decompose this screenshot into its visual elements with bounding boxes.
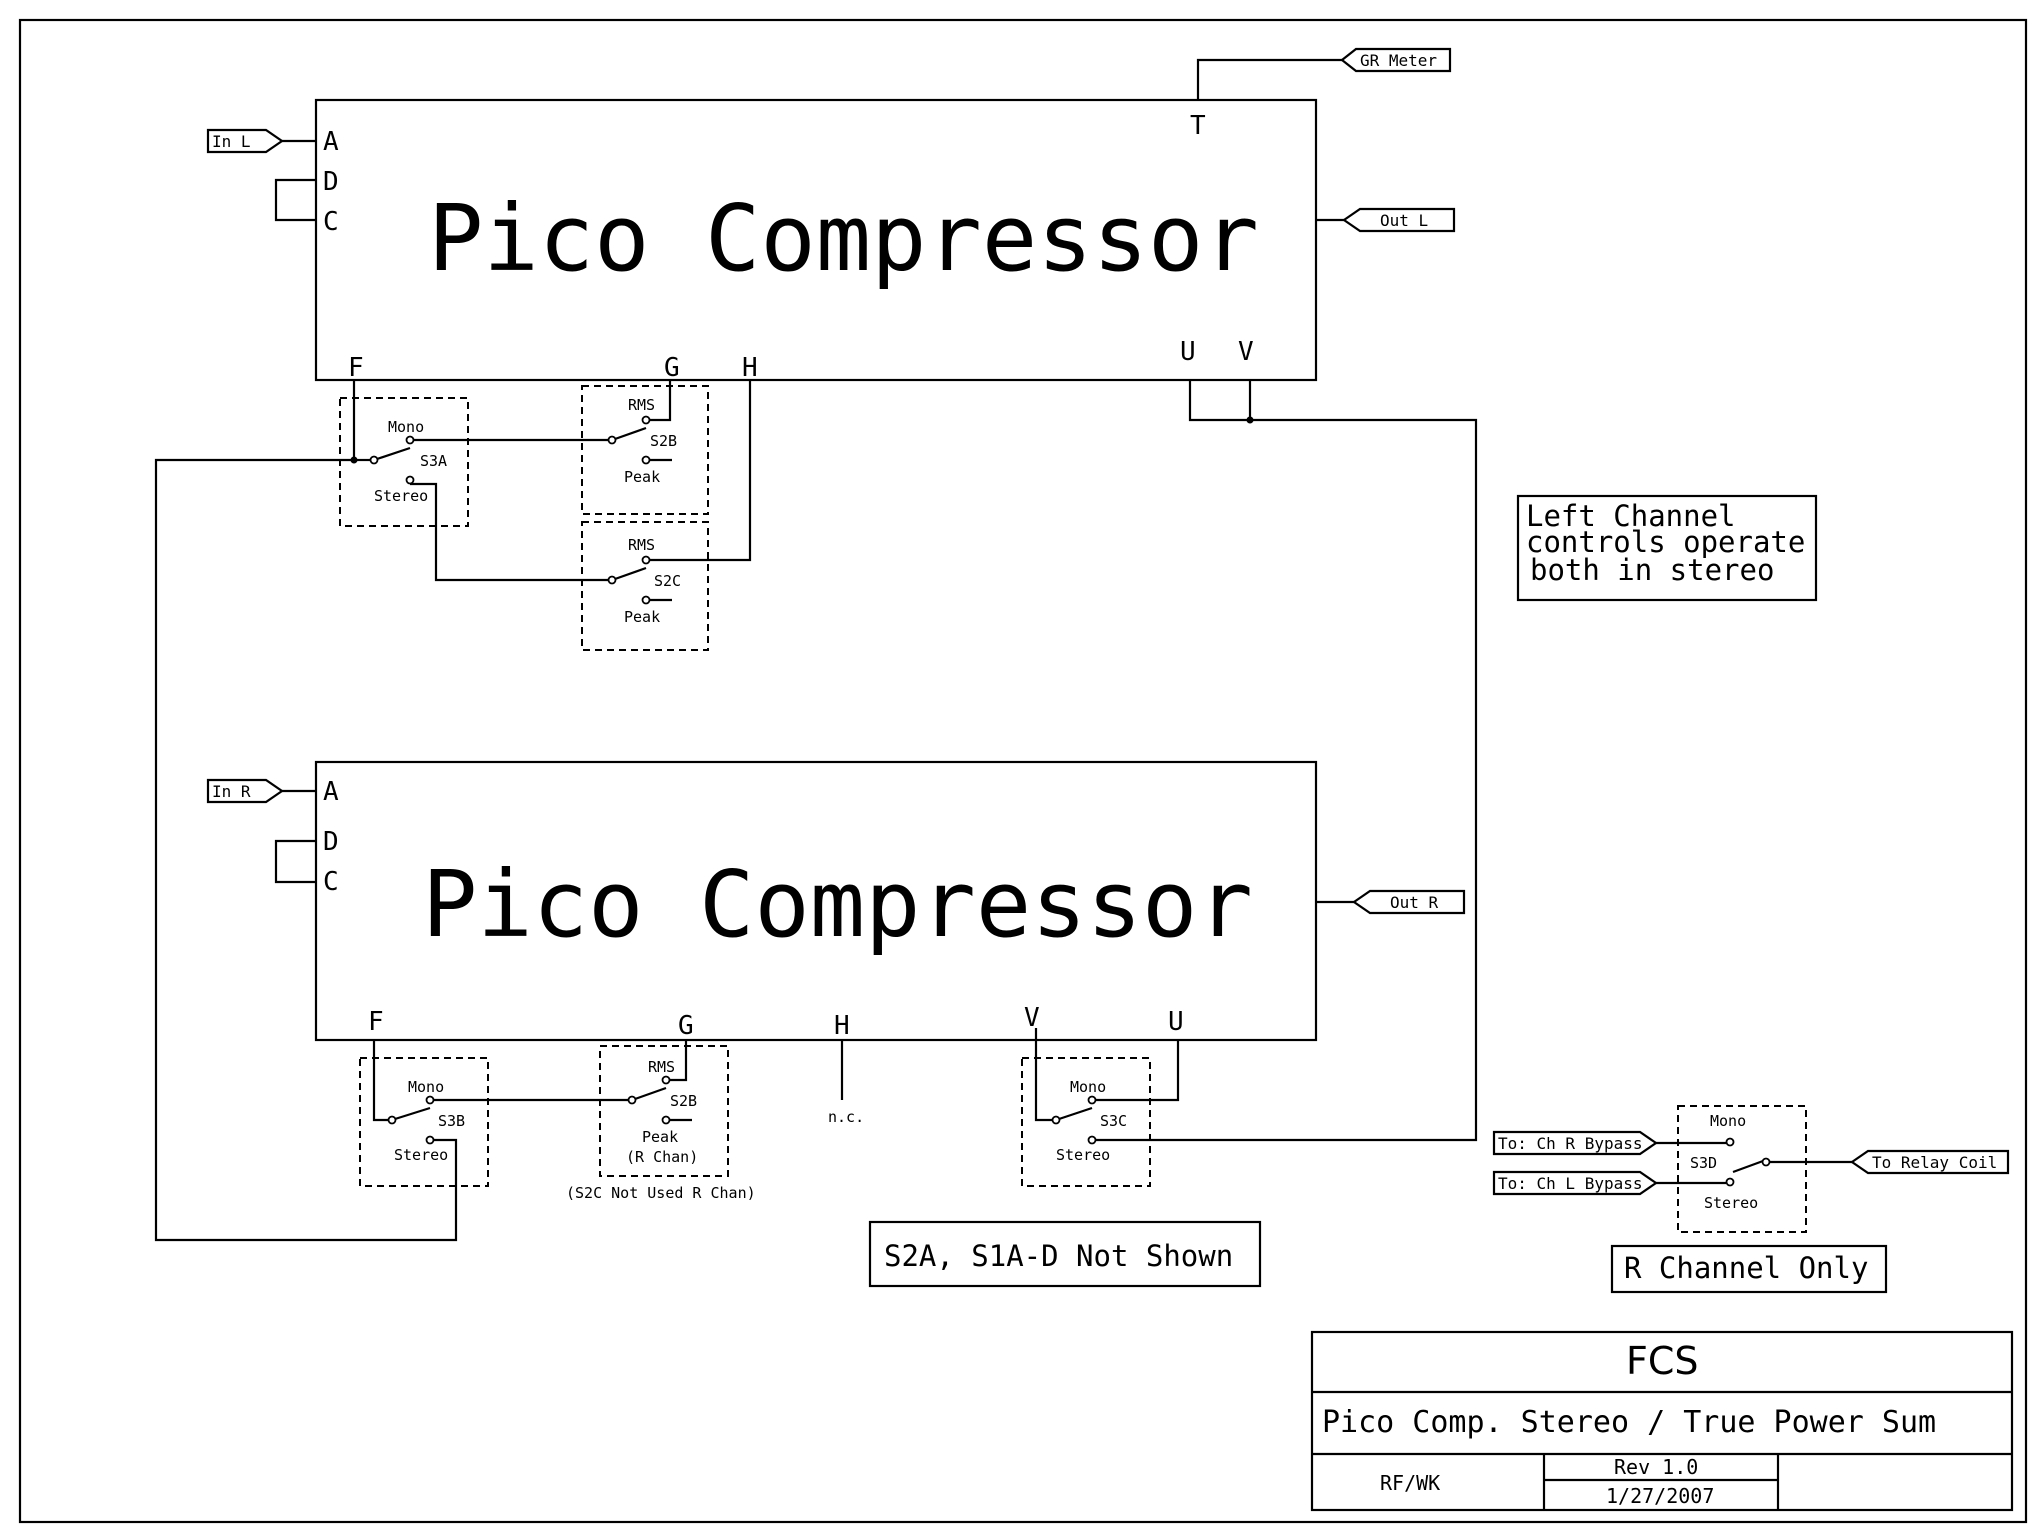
svg-text:Mono: Mono <box>408 1078 444 1096</box>
svg-text:Peak: Peak <box>642 1128 678 1146</box>
svg-text:Left Channel: Left Channel <box>1526 499 1736 533</box>
svg-text:Stereo: Stereo <box>1704 1194 1758 1212</box>
to-ch-l-bypass-tag: To: Ch L Bypass <box>1492 1170 1726 1196</box>
upper-pin-v: V <box>1238 337 1254 367</box>
switch-s2b-upper: RMS S2B Peak <box>581 385 709 515</box>
svg-text:Stereo: Stereo <box>1056 1146 1110 1164</box>
svg-text:Stereo: Stereo <box>374 487 428 505</box>
drawing-border <box>18 18 2028 1524</box>
svg-text:GR Meter: GR Meter <box>1360 51 1437 70</box>
lower-pin-f: F <box>368 1007 384 1037</box>
not-shown-note: S2A, S1A-D Not Shown <box>868 1220 1262 1288</box>
lower-pin-g: G <box>678 1011 694 1041</box>
in-r-tag: In R <box>206 778 316 804</box>
svg-text:Stereo: Stereo <box>394 1146 448 1164</box>
svg-text:S3A: S3A <box>420 452 447 470</box>
svg-text:Peak: Peak <box>624 608 660 626</box>
svg-text:In R: In R <box>212 782 251 801</box>
svg-text:Mono: Mono <box>388 418 424 436</box>
lower-pin-v: V <box>1024 1003 1040 1033</box>
lower-pin-u: U <box>1168 1007 1184 1037</box>
svg-text:S2B: S2B <box>670 1092 697 1110</box>
title-block-date: 1/27/2007 <box>1606 1484 1714 1508</box>
r-channel-only-note: R Channel Only <box>1610 1244 1888 1294</box>
to-relay-coil-tag: To Relay Coil <box>1770 1149 2010 1175</box>
lower-compressor-title: Pico Compressor <box>422 851 1253 958</box>
svg-text:S3B: S3B <box>438 1112 465 1130</box>
lower-compressor-block: Pico Compressor A D C F G H V U <box>314 760 1318 1042</box>
lower-pin-a: A <box>323 777 339 807</box>
svg-text:both in stereo: both in stereo <box>1530 553 1774 587</box>
upper-compressor-block: Pico Compressor A D C T F G H U V <box>314 98 1318 383</box>
out-r-tag: Out R <box>1316 889 1466 915</box>
out-l-tag: Out L <box>1316 207 1456 233</box>
nc-label: n.c. <box>828 1108 864 1126</box>
svg-text:(R Chan): (R Chan) <box>626 1148 698 1166</box>
svg-text:S3C: S3C <box>1100 1112 1127 1130</box>
lower-pin-d: D <box>323 827 339 857</box>
upper-pin-t: T <box>1190 111 1206 141</box>
upper-pin-d: D <box>323 167 339 197</box>
to-ch-r-bypass-tag: To: Ch R Bypass <box>1492 1130 1726 1156</box>
upper-pin-u: U <box>1180 337 1196 367</box>
in-l-tag: In L <box>206 128 316 154</box>
title-block-revision: Rev 1.0 <box>1614 1455 1698 1479</box>
left-channel-note: Left Channel controls operate both in st… <box>1516 494 1818 602</box>
svg-text:RMS: RMS <box>648 1058 675 1076</box>
lower-pin-h: H <box>834 1011 850 1041</box>
title-block-author: RF/WK <box>1380 1471 1440 1495</box>
svg-text:Mono: Mono <box>1710 1112 1746 1130</box>
svg-text:Mono: Mono <box>1070 1078 1106 1096</box>
svg-text:S2C: S2C <box>654 572 681 590</box>
upper-pin-g: G <box>664 353 680 383</box>
svg-text:S2B: S2B <box>650 432 677 450</box>
svg-text:RMS: RMS <box>628 396 655 414</box>
svg-text:To: Ch L Bypass: To: Ch L Bypass <box>1498 1174 1643 1193</box>
svg-text:To Relay Coil: To Relay Coil <box>1872 1153 1997 1172</box>
switch-s3d: Mono S3D Stereo <box>1677 1105 1807 1233</box>
title-block-company: FCS <box>1626 1339 1699 1383</box>
upper-pin-f: F <box>348 353 364 383</box>
svg-text:Peak: Peak <box>624 468 660 486</box>
svg-text:S3D: S3D <box>1690 1154 1717 1172</box>
switch-s2b-lower: RMS S2B Peak (R Chan) <box>599 1045 729 1177</box>
upper-compressor-title: Pico Compressor <box>428 185 1259 292</box>
upper-pin-a: A <box>323 127 339 157</box>
svg-text:S2A, S1A-D Not Shown: S2A, S1A-D Not Shown <box>884 1239 1233 1273</box>
title-block: FCS Pico Comp. Stereo / True Power Sum R… <box>1310 1330 2014 1512</box>
lower-pin-c: C <box>323 867 339 897</box>
switch-s2c-upper: RMS S2C Peak <box>581 521 709 651</box>
switch-s3a: Mono S3A Stereo <box>339 397 469 527</box>
title-block-title: Pico Comp. Stereo / True Power Sum <box>1322 1405 1936 1440</box>
switch-s3c: Mono S3C Stereo <box>1021 1057 1151 1187</box>
svg-text:RMS: RMS <box>628 536 655 554</box>
svg-text:R Channel Only: R Channel Only <box>1624 1251 1868 1285</box>
gr-meter-tag: GR Meter <box>1196 47 1452 100</box>
svg-text:controls operate: controls operate <box>1526 525 1805 559</box>
upper-pin-h: H <box>742 353 758 383</box>
svg-text:Out R: Out R <box>1390 893 1439 912</box>
upper-pin-c: C <box>323 207 339 237</box>
svg-text:To: Ch R Bypass: To: Ch R Bypass <box>1498 1134 1643 1153</box>
s2c-not-used-note: (S2C Not Used R Chan) <box>566 1184 756 1202</box>
svg-text:Out L: Out L <box>1380 211 1428 230</box>
switch-s3b: Mono S3B Stereo <box>359 1057 489 1187</box>
svg-text:In L: In L <box>212 132 251 151</box>
